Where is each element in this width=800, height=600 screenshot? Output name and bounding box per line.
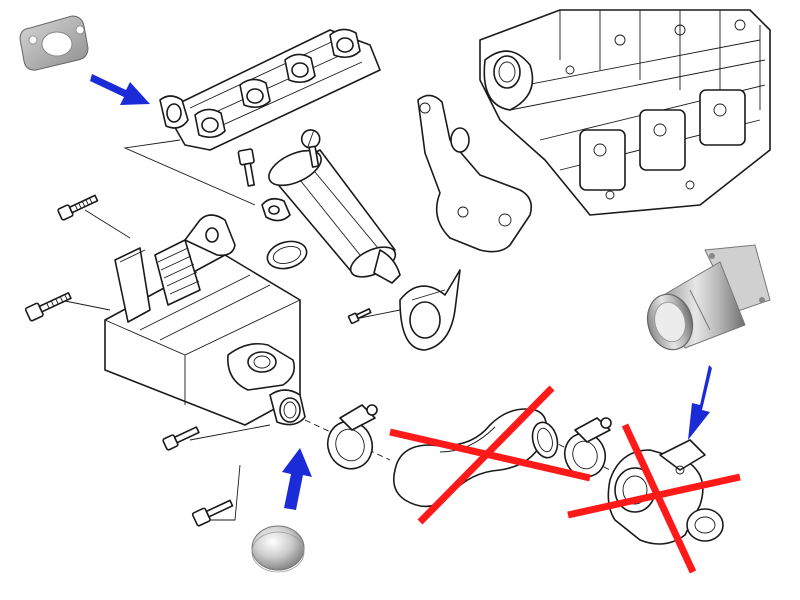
cross-out-icon	[567, 423, 741, 574]
arrow-icon	[90, 74, 150, 105]
bolt-icon	[191, 499, 234, 527]
leader-line	[123, 139, 256, 206]
alignment-line	[304, 419, 391, 461]
egr-bypass-pipe	[646, 244, 771, 351]
cross-out-icon	[389, 385, 591, 525]
hose-clamp	[563, 417, 612, 478]
arrow-icon	[282, 448, 312, 510]
bolt-icon	[57, 194, 99, 221]
bolt-icon	[162, 426, 200, 451]
bolt-icon	[300, 129, 321, 168]
arrow-icon	[688, 365, 712, 440]
o-ring	[266, 240, 308, 270]
cylinder-head	[479, 9, 771, 216]
leader-line	[84, 209, 131, 239]
leader-line	[189, 424, 271, 441]
leader-line	[205, 464, 241, 521]
exhaust-manifold	[159, 28, 381, 151]
egr-pipe-upper	[261, 149, 401, 284]
pipe-clamp	[399, 269, 461, 351]
egr-cooler	[104, 214, 306, 426]
hose-clamp	[326, 404, 378, 470]
bolt-icon	[24, 292, 72, 322]
bolt-icon	[347, 308, 372, 325]
leader-line	[359, 309, 401, 319]
bolt-icon	[237, 148, 256, 187]
alignment-line	[549, 439, 621, 476]
blanking-plug	[251, 525, 305, 573]
egr-connecting-hose	[392, 408, 559, 508]
leader-line	[59, 299, 111, 311]
egr-blanking-gasket	[19, 15, 89, 71]
egr-bracket-plate	[417, 94, 533, 253]
bellows	[154, 239, 201, 306]
